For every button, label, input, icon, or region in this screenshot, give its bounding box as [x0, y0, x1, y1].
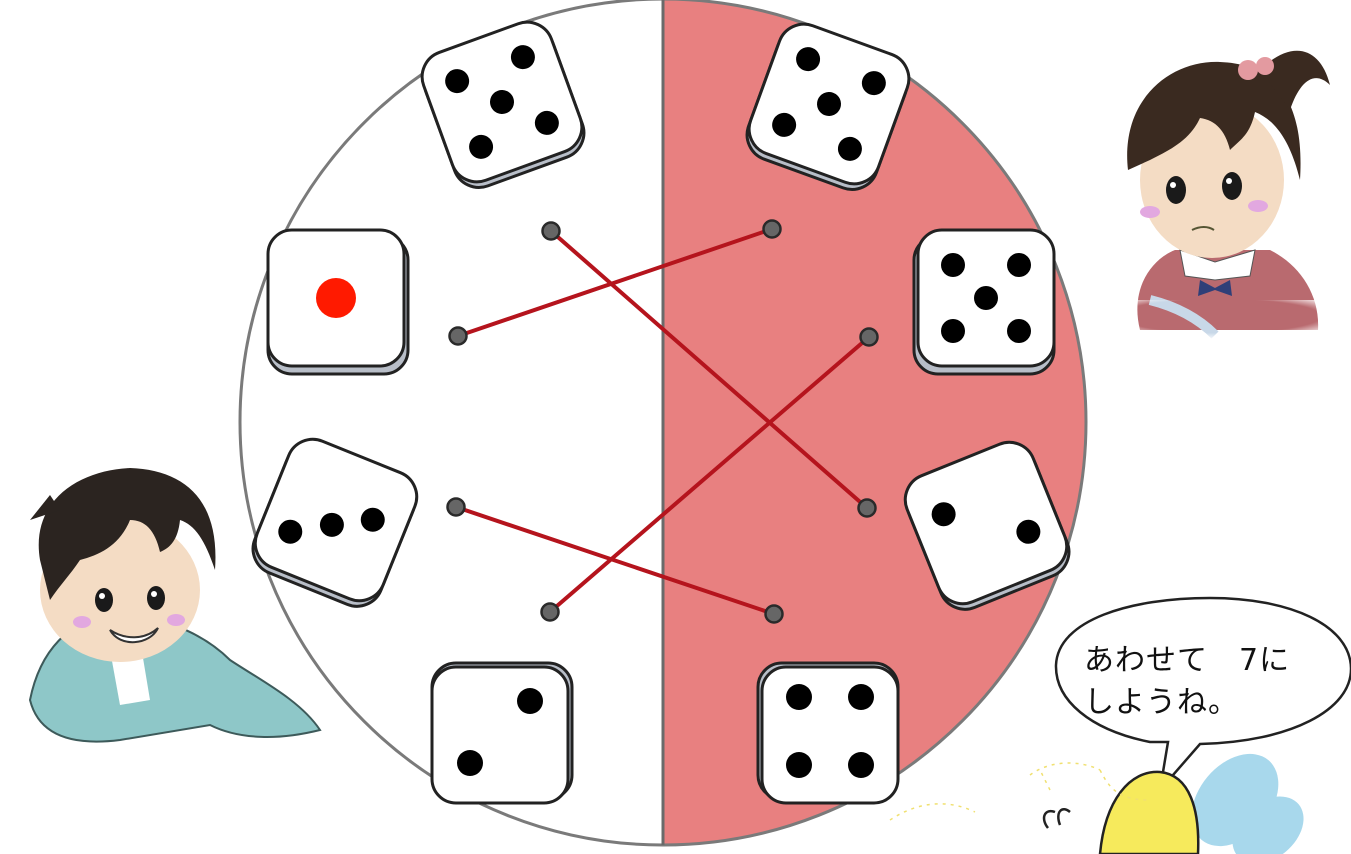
right-peg-1[interactable]: [764, 221, 781, 238]
right-peg-2[interactable]: [861, 329, 878, 346]
die-one-red[interactable]: [268, 230, 408, 374]
left-peg-1[interactable]: [543, 223, 560, 240]
speech-bubble-text: あわせて 7に しようね。: [1084, 640, 1324, 724]
right-peg-3[interactable]: [859, 500, 876, 517]
bee-character: [890, 737, 1317, 854]
right-peg-4[interactable]: [766, 606, 783, 623]
die-four-bottom-right[interactable]: [758, 663, 898, 803]
die-five-right[interactable]: [914, 230, 1054, 374]
left-peg-3[interactable]: [448, 499, 465, 516]
red-pip: [316, 278, 356, 318]
board-circle: [200, 0, 1123, 854]
left-peg-2[interactable]: [450, 328, 467, 345]
left-peg-4[interactable]: [542, 604, 559, 621]
speech-line-2: しようね。: [1084, 682, 1324, 724]
speech-line-1: あわせて 7に: [1084, 640, 1324, 682]
girl-character: [1100, 51, 1340, 340]
die-two-bottom-left[interactable]: [432, 663, 572, 803]
